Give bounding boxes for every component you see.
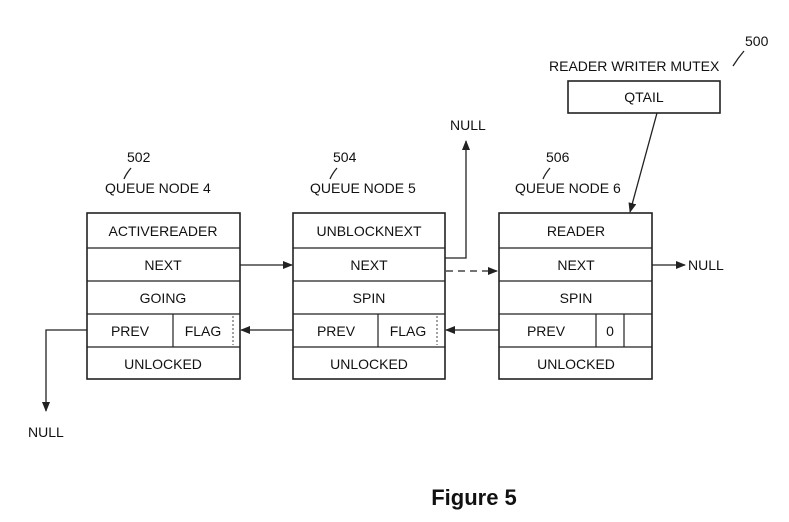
queue-node-6: 506 QUEUE NODE 6 READER NEXT SPIN PREV 0… bbox=[498, 149, 653, 380]
node6-prev: PREV bbox=[527, 323, 566, 339]
mutex-ref-number: 500 bbox=[745, 33, 769, 49]
node5-title: QUEUE NODE 5 bbox=[310, 180, 416, 196]
mutex-qtail-box bbox=[567, 80, 721, 114]
mutex-ref-leader bbox=[732, 50, 745, 67]
node5-ref-number: 504 bbox=[333, 149, 357, 165]
node4-row-going: GOING bbox=[140, 290, 187, 306]
mutex-group: 500 READER WRITER MUTEX QTAIL bbox=[549, 33, 769, 114]
qtail-to-node6-arrow bbox=[628, 112, 658, 213]
node5-unlocked: UNLOCKED bbox=[330, 356, 408, 372]
node5-next-to-null-arrow bbox=[445, 140, 470, 259]
node6-row-reader: READER bbox=[547, 223, 605, 239]
node4-flag: FLAG bbox=[185, 323, 222, 339]
queue-node-4: 502 QUEUE NODE 4 ACTIVEREADER NEXT GOING… bbox=[86, 149, 241, 380]
node5-box bbox=[292, 212, 446, 380]
figure-caption: Figure 5 bbox=[431, 485, 517, 510]
mutex-title: READER WRITER MUTEX bbox=[549, 58, 720, 74]
node4-box bbox=[86, 212, 241, 380]
node6-title: QUEUE NODE 6 bbox=[515, 180, 621, 196]
null-top-label: NULL bbox=[450, 117, 486, 133]
node5-row-spin: SPIN bbox=[353, 290, 386, 306]
null-right-label: NULL bbox=[688, 257, 724, 273]
node4-title: QUEUE NODE 4 bbox=[105, 180, 211, 196]
node4-prev-to-null-arrow bbox=[42, 329, 87, 412]
mutex-qtail-label: QTAIL bbox=[624, 89, 664, 105]
node5-ref-leader bbox=[329, 167, 338, 180]
node4-row-activereader: ACTIVEREADER bbox=[109, 223, 218, 239]
node6-unlocked: UNLOCKED bbox=[537, 356, 615, 372]
node5-flag: FLAG bbox=[390, 323, 427, 339]
node4-ref-number: 502 bbox=[127, 149, 151, 165]
node6-row-next: NEXT bbox=[557, 257, 595, 273]
node4-prev: PREV bbox=[111, 323, 150, 339]
node5-row-unblocknext: UNBLOCKNEXT bbox=[316, 223, 421, 239]
node4-unlocked: UNLOCKED bbox=[124, 356, 202, 372]
node5-prev: PREV bbox=[317, 323, 356, 339]
null-bottom-left-label: NULL bbox=[28, 424, 64, 440]
node5-row-next: NEXT bbox=[350, 257, 388, 273]
node4-row-next: NEXT bbox=[144, 257, 182, 273]
node6-ref-number: 506 bbox=[546, 149, 570, 165]
queue-node-5: 504 QUEUE NODE 5 UNBLOCKNEXT NEXT SPIN P… bbox=[292, 149, 446, 380]
node6-box bbox=[498, 212, 653, 380]
node4-ref-leader bbox=[123, 167, 132, 180]
node6-flag-zero: 0 bbox=[606, 323, 614, 339]
node6-row-spin: SPIN bbox=[560, 290, 593, 306]
node6-ref-leader bbox=[542, 167, 551, 180]
